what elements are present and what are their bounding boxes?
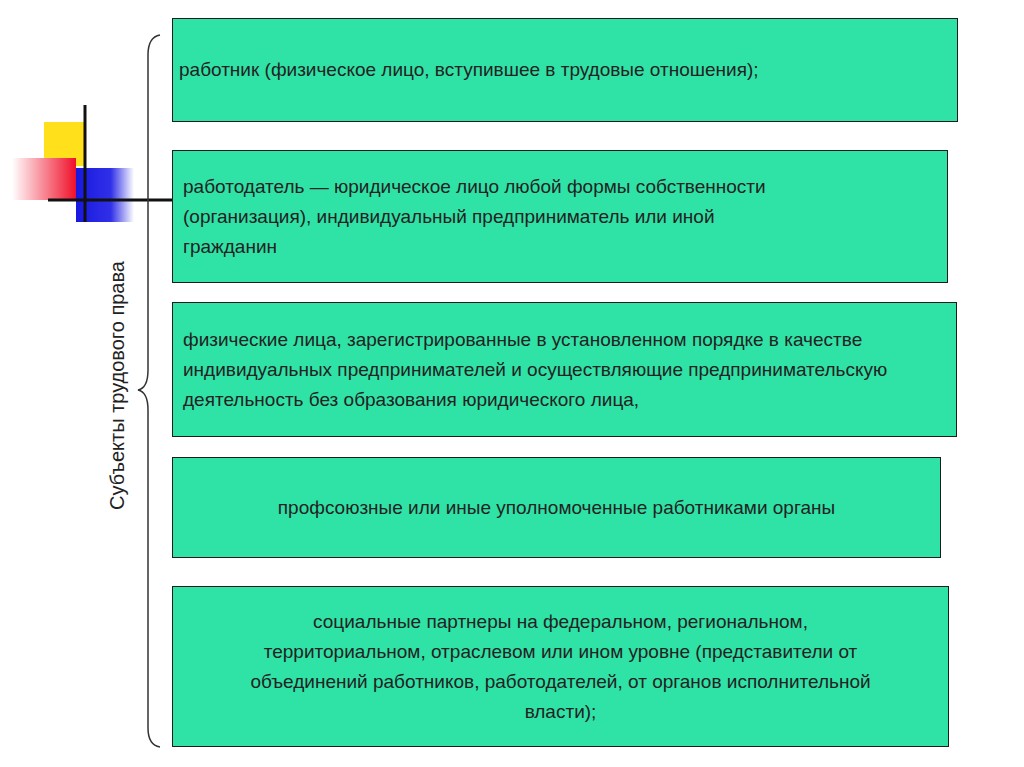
box-text: профсоюзные или иные уполномоченные рабо… <box>179 493 934 523</box>
subject-box: работодатель — юридическое лицо любой фо… <box>172 150 948 283</box>
subject-box: социальные партнеры на федеральном, реги… <box>172 586 949 747</box>
curly-bracket <box>138 35 160 747</box>
box-text: работник (физическое лицо, вступившее в … <box>179 55 951 85</box>
box-text: физические лица, зарегистрированные в ус… <box>183 325 946 415</box>
subject-box: работник (физическое лицо, вступившее в … <box>172 18 958 122</box>
subject-box: профсоюзные или иные уполномоченные рабо… <box>172 457 941 558</box>
box-text: социальные партнеры на федеральном, реги… <box>233 607 888 727</box>
red-square <box>12 158 76 200</box>
subject-box: физические лица, зарегистрированные в ус… <box>172 302 957 437</box>
group-label: Субъекты трудового права <box>106 261 129 510</box>
deco-line <box>84 105 87 222</box>
deco-line <box>48 199 172 202</box>
box-text: работодатель — юридическое лицо любой фо… <box>183 172 787 262</box>
